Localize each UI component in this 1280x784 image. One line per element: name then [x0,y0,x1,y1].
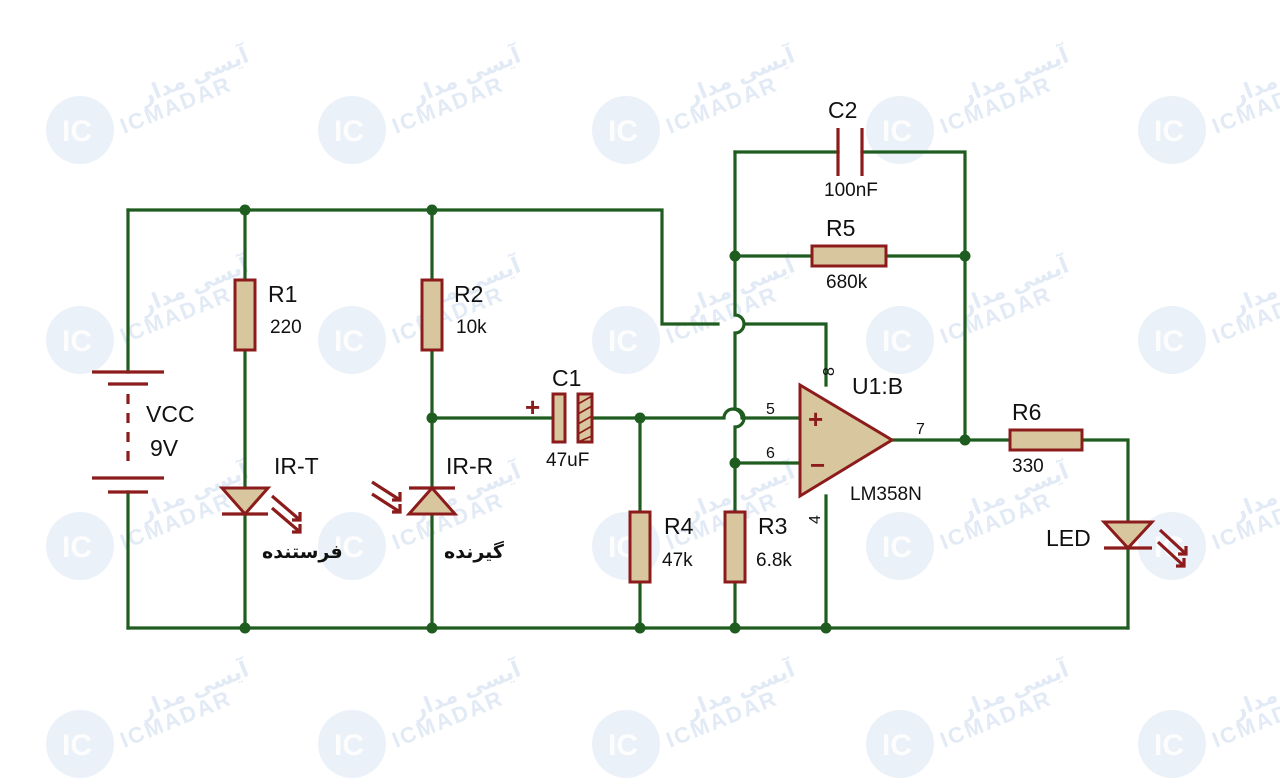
svg-text:IC: IC [608,729,638,762]
battery-value: 9V [150,435,179,461]
junction-dots [239,204,971,634]
ir-transmitter-led: IR-T فرستنده [218,453,343,563]
r4-value: 47k [662,550,693,571]
resistor-r4: R4 47k [628,510,694,584]
battery-ref: VCC [146,401,195,427]
svg-text:IC: IC [608,325,638,358]
junction-dot [729,457,741,469]
svg-text:IC: IC [62,325,92,358]
svg-text:IC: IC [1154,729,1184,762]
svg-text:IC: IC [882,531,912,564]
svg-text:IC: IC [882,729,912,762]
junction-dot [959,434,971,446]
ir-t-label-fa: فرستنده [262,541,343,563]
r2-ref: R2 [454,281,483,307]
ir-r-ref: IR-R [446,453,493,479]
junction-dot [729,622,741,634]
svg-text:IC: IC [1154,115,1184,148]
svg-text:IC: IC [62,115,92,148]
resistor-r1: R1 220 [233,278,302,352]
resistor-r6: R6 330 [1008,399,1084,477]
capacitor-c2: C2 100nF [824,97,878,201]
c2-value: 100nF [824,180,878,201]
battery-vcc: VCC 9V [92,370,195,494]
svg-text:IC: IC [1154,325,1184,358]
resistor-r2: R2 10k [420,278,487,352]
r3-ref: R3 [758,513,787,539]
junction-dot [634,412,646,424]
svg-text:IC: IC [334,729,364,762]
ir-receiver-photodiode: IR-R گیرنده [371,453,505,563]
r4-ref: R4 [664,513,694,539]
svg-text:IC: IC [334,531,364,564]
svg-text:IC: IC [608,115,638,148]
opamp-value: LM358N [850,484,922,505]
ir-t-ref: IR-T [274,453,319,479]
r1-value: 220 [270,317,302,338]
capacitor-c1: + C1 47uF [525,365,594,471]
svg-text:IC: IC [62,531,92,564]
r2-value: 10k [456,317,487,338]
svg-text:IC: IC [882,115,912,148]
r6-ref: R6 [1012,399,1041,425]
opamp-u1b: + − 5 6 7 8 4 U1:B LM358N [766,367,925,524]
c1-polarity: + [525,392,540,422]
opamp-pin-8: 8 [821,367,838,376]
resistor-r3: R3 6.8k [723,510,792,584]
junction-dot [426,622,438,634]
opamp-pin-5: 5 [766,401,775,418]
opamp-minus-sign: − [810,450,825,480]
junction-dot [634,622,646,634]
r6-value: 330 [1012,456,1044,477]
svg-text:IC: IC [334,325,364,358]
opamp-ref: U1:B [852,373,903,399]
opamp-pin-7: 7 [916,421,925,438]
r5-value: 680k [826,272,868,293]
junction-dot [239,622,251,634]
opamp-plus-sign: + [808,404,823,434]
c1-value: 47uF [546,450,589,471]
resistor-r5: R5 680k [810,215,888,293]
junction-dot [729,250,741,262]
svg-text:IC: IC [334,115,364,148]
output-led: LED [1046,520,1188,568]
r3-value: 6.8k [756,550,792,571]
svg-text:IC: IC [882,325,912,358]
junction-dot [239,204,251,216]
junction-dot [426,204,438,216]
r5-ref: R5 [826,215,855,241]
r1-ref: R1 [268,281,297,307]
junction-dot [426,412,438,424]
led-ref: LED [1046,525,1091,551]
junction-dot [959,250,971,262]
ir-r-label-fa: گیرنده [444,540,505,563]
opamp-pin-6: 6 [766,445,775,462]
svg-text:IC: IC [62,729,92,762]
c2-ref: C2 [828,97,857,123]
c1-ref: C1 [552,365,581,391]
junction-dot [820,622,832,634]
opamp-pin-4: 4 [807,515,824,524]
